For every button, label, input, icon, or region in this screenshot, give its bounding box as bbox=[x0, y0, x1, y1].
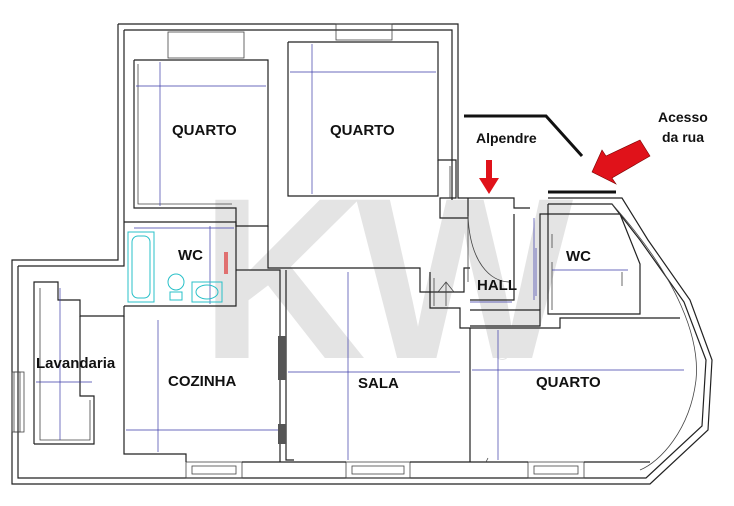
label-acesso-line2: da rua bbox=[662, 129, 704, 145]
label-wc-left: WC bbox=[178, 247, 203, 264]
watermark: KW ® bbox=[200, 150, 583, 407]
label-wc-right: WC bbox=[566, 248, 591, 265]
arrow-alpendre-icon bbox=[479, 160, 499, 194]
sink-icon bbox=[191, 281, 223, 303]
label-quarto-right: QUARTO bbox=[536, 374, 601, 391]
dimension-lines bbox=[36, 44, 684, 460]
porch-outline bbox=[464, 114, 616, 194]
wc-fixtures bbox=[127, 231, 228, 303]
arrow-acesso-icon bbox=[591, 139, 651, 185]
annotations: Alpendre Acesso da rua bbox=[476, 109, 708, 146]
label-sala: SALA bbox=[358, 375, 399, 392]
label-quarto-mid: QUARTO bbox=[330, 122, 395, 139]
label-quarto-left: QUARTO bbox=[172, 122, 237, 139]
hatched-walls bbox=[278, 336, 286, 444]
watermark-text: KW bbox=[200, 150, 573, 407]
bathtub-icon bbox=[127, 231, 155, 303]
room-labels: QUARTO QUARTO WC WC HALL Lavandaria COZI… bbox=[36, 122, 601, 392]
toilet-icon bbox=[167, 273, 185, 291]
label-lavandaria: Lavandaria bbox=[36, 355, 116, 372]
watermark-mark: ® bbox=[494, 340, 510, 365]
label-cozinha: COZINHA bbox=[168, 373, 236, 390]
windows bbox=[11, 23, 585, 479]
label-hall: HALL bbox=[477, 277, 517, 294]
label-alpendre: Alpendre bbox=[476, 130, 537, 146]
interior-walls bbox=[33, 41, 697, 471]
label-acesso-line1: Acesso bbox=[658, 109, 708, 125]
